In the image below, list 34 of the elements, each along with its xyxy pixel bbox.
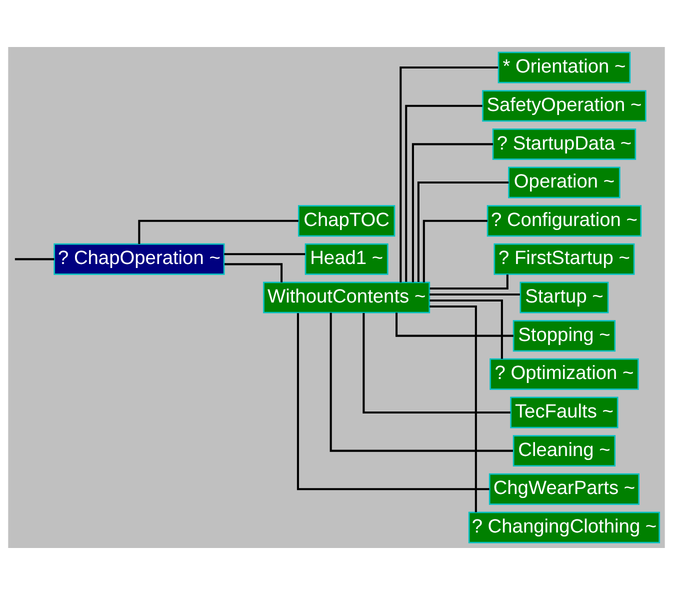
connector [224,262,283,282]
node-box: ? StartupData ~ [492,128,636,160]
node-box: * Orientation ~ [498,51,631,83]
node-box: Startup ~ [520,281,609,313]
node-box: ? ChangingClothing ~ [468,511,660,543]
connector [422,219,488,282]
connector [412,142,494,282]
node-box: TecFaults ~ [510,396,618,428]
connector [330,312,513,452]
node-box: SafetyOperation ~ [482,90,646,122]
connector [405,104,482,282]
node-box: ChapTOC [298,204,396,236]
node-box: Stopping ~ [512,320,616,352]
node-box: ? Configuration ~ [486,204,642,236]
node-box: ChgWearParts ~ [488,472,640,504]
connector [224,252,306,255]
connector [296,312,490,490]
node-box: ? FirstStartup ~ [494,242,635,274]
connector [14,258,54,260]
node-box: ? ChapOperation ~ [54,242,225,274]
connector [138,219,298,244]
connector [430,298,503,358]
connector [430,305,477,512]
node-box: Operation ~ [508,166,620,198]
connector [429,292,520,296]
node-box: WithoutContents ~ [263,281,430,313]
connector [396,312,514,336]
node-box: ? Optimization ~ [490,358,639,390]
connector [430,274,508,289]
connector [400,66,498,282]
connector [362,312,510,414]
node-box: Cleaning ~ [512,434,616,466]
node-box: Head1 ~ [304,242,388,274]
connector [417,180,509,282]
